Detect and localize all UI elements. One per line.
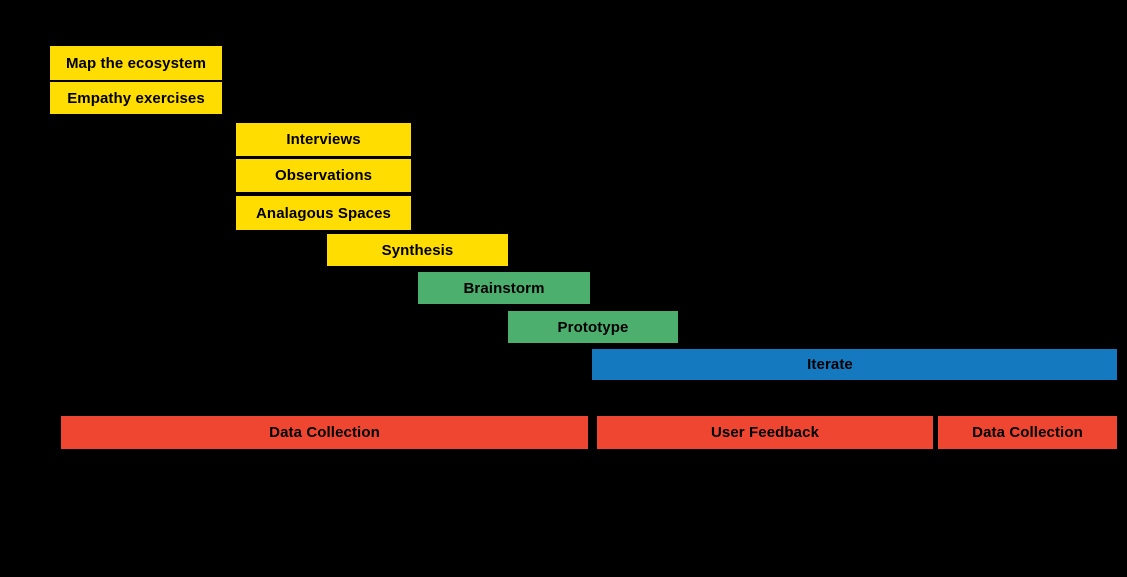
gantt-bar-label: Analagous Spaces — [256, 204, 391, 222]
gantt-bar[interactable]: Prototype — [508, 311, 678, 343]
gantt-bar[interactable]: Iterate — [592, 349, 1117, 380]
gantt-bar[interactable]: Interviews — [236, 123, 411, 156]
gantt-bar-label: Data Collection — [972, 424, 1083, 441]
gantt-bar-label: Interviews — [286, 131, 361, 148]
gantt-bar[interactable]: Map the ecosystem — [50, 46, 222, 80]
gantt-bar[interactable]: Analagous Spaces — [236, 196, 411, 230]
gantt-bar[interactable]: Empathy exercises — [50, 82, 222, 114]
gantt-bar-label: Observations — [274, 167, 373, 184]
gantt-bar[interactable]: Brainstorm — [418, 272, 590, 304]
gantt-bar-label: Data Collection — [269, 424, 380, 441]
gantt-bar-label: Brainstorm — [463, 279, 545, 297]
gantt-bar[interactable]: Synthesis — [327, 234, 508, 266]
gantt-bar[interactable]: Data Collection — [938, 416, 1117, 449]
gantt-bar-label: Prototype — [557, 318, 629, 336]
gantt-bar-label: Iterate — [807, 355, 853, 373]
gantt-bar-label: Empathy exercises — [67, 89, 205, 107]
gantt-bar[interactable]: User Feedback — [597, 416, 933, 449]
gantt-bar[interactable]: Observations — [236, 159, 411, 192]
gantt-bar[interactable]: Data Collection — [61, 416, 588, 449]
gantt-bar-label: Map the ecosystem — [65, 54, 207, 72]
gantt-bar-label: User Feedback — [710, 424, 820, 441]
gantt-bar-label: Synthesis — [381, 241, 454, 259]
